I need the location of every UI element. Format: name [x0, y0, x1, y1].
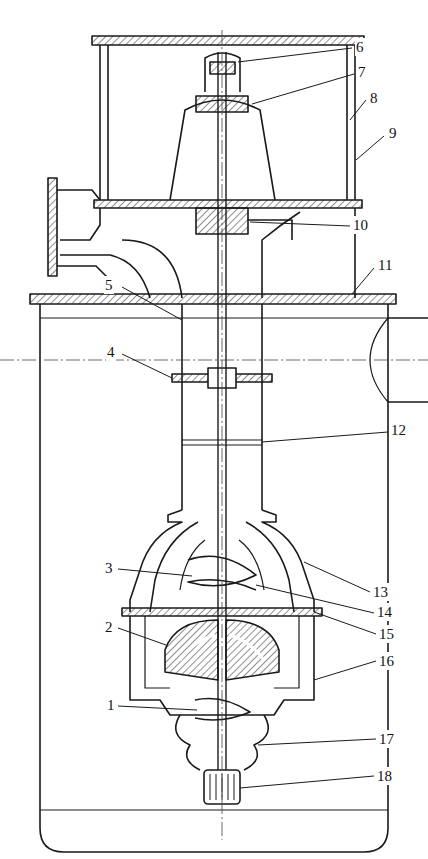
leader-lines — [118, 48, 388, 788]
discharge-passage — [122, 240, 182, 298]
bearing — [210, 62, 235, 74]
callout-number: 15 — [378, 625, 395, 643]
suction-bell — [244, 715, 268, 770]
bowl-inner — [274, 616, 299, 688]
callout-number: 6 — [355, 38, 365, 56]
return-channel — [150, 522, 198, 612]
middle-flange — [94, 200, 362, 208]
barrel-line — [40, 810, 388, 811]
column-pipe — [261, 304, 263, 510]
callout-number: 17 — [378, 730, 395, 748]
stand-wall — [354, 45, 356, 200]
discharge-head — [60, 208, 100, 240]
outlet-flange — [48, 178, 57, 276]
can-flange — [30, 294, 396, 304]
callout-number: 2 — [104, 618, 114, 636]
return-channel — [246, 522, 294, 612]
bearing-cone — [170, 100, 275, 200]
stand-wall — [107, 45, 109, 200]
callout-number: 18 — [376, 767, 393, 785]
return-channel — [130, 510, 182, 612]
callout-number: 7 — [357, 63, 367, 81]
callout-number: 1 — [106, 696, 116, 714]
callout-number: 4 — [106, 343, 116, 361]
callout-number: 16 — [378, 652, 395, 670]
barrel — [40, 304, 388, 852]
discharge-head — [60, 255, 150, 298]
stand-wall — [99, 45, 101, 200]
center-line — [222, 30, 223, 840]
stand-wall — [346, 45, 348, 200]
callout-number: 8 — [369, 89, 379, 107]
outlet-nozzle — [57, 266, 110, 280]
callout-number: 10 — [352, 216, 369, 234]
column-pipe — [181, 304, 183, 510]
guide-vane — [239, 540, 264, 590]
callout-number: 12 — [390, 421, 407, 439]
impeller — [165, 620, 218, 680]
discharge-passage — [262, 212, 300, 298]
inducer — [195, 699, 250, 721]
top-flange — [92, 36, 364, 45]
callout-number: 9 — [388, 124, 398, 142]
impeller — [226, 620, 279, 680]
callout-number: 3 — [104, 559, 114, 577]
suction-bell — [176, 715, 200, 770]
barrel-line — [40, 318, 388, 319]
bearing-housing — [205, 53, 240, 92]
callout-number: 13 — [372, 583, 389, 601]
outlet-nozzle — [57, 190, 100, 200]
callout-number: 11 — [377, 256, 393, 274]
callout-number: 5 — [104, 276, 114, 294]
callout-number: 14 — [376, 603, 393, 621]
center-line — [0, 360, 428, 361]
bowl-inner — [145, 616, 170, 688]
